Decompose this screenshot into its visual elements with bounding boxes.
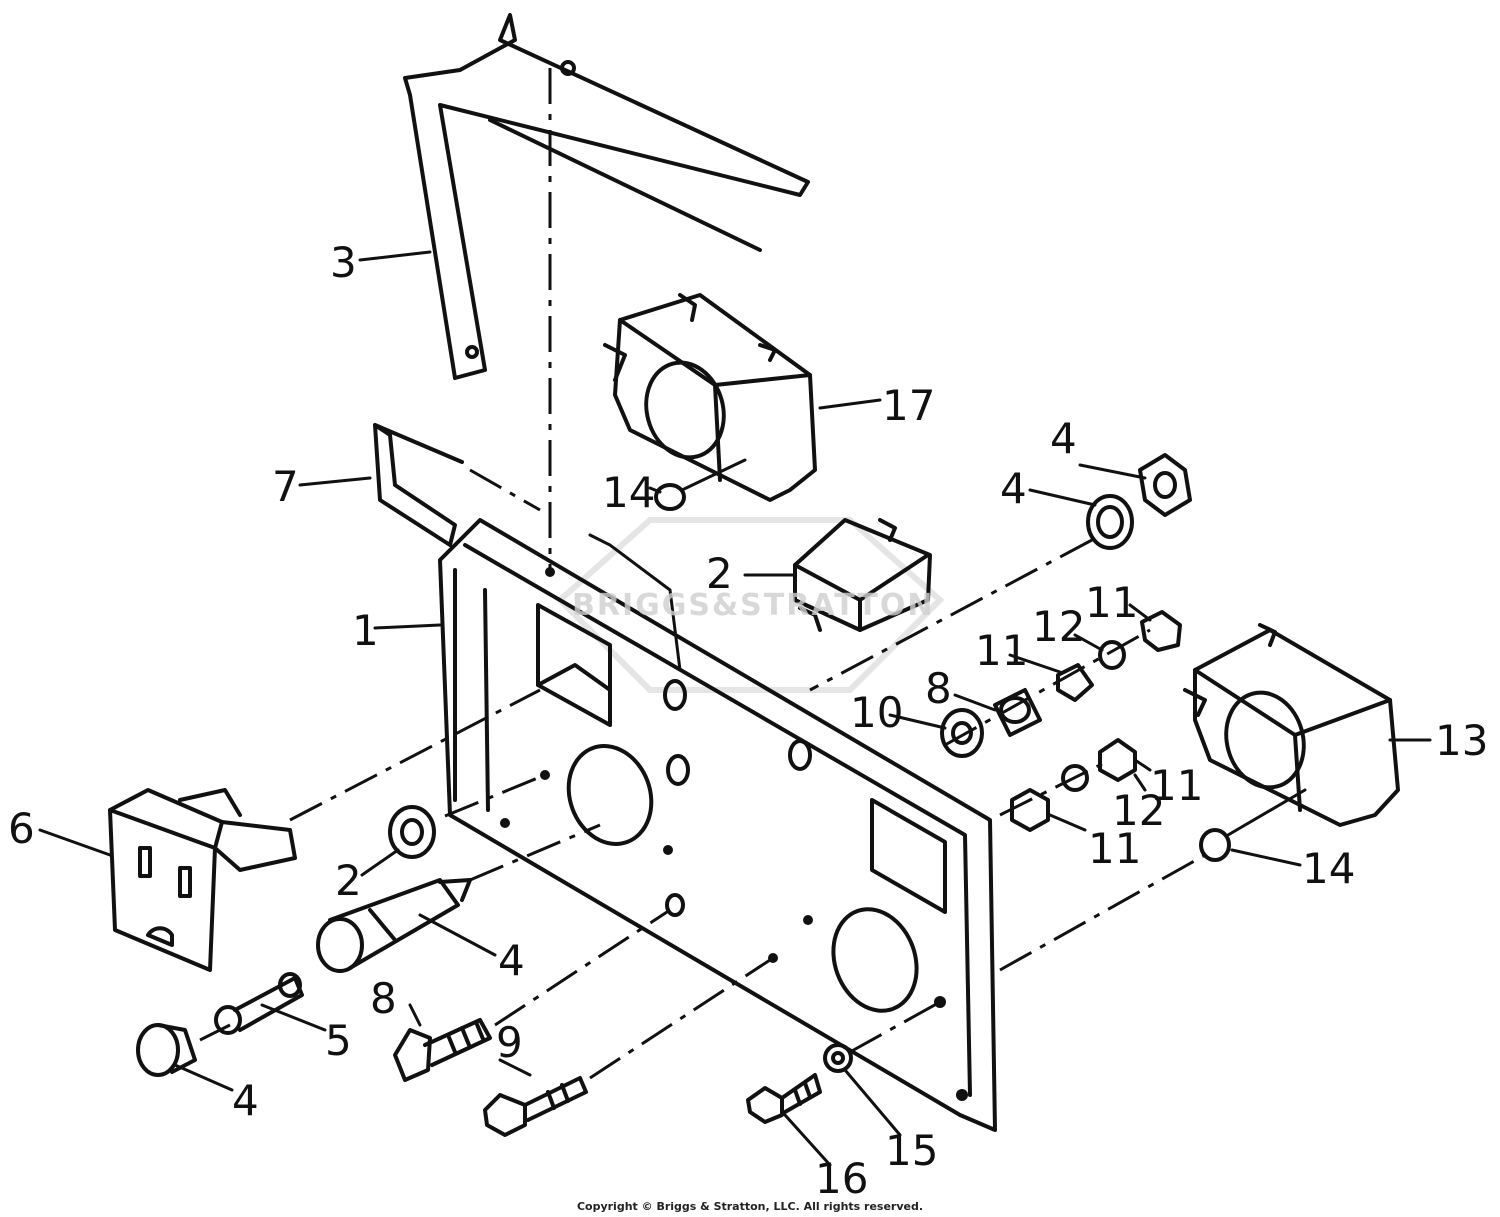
screw-part-9 <box>483 1076 588 1137</box>
washer-part-15 <box>823 1043 853 1073</box>
callout-12-a: 12 <box>1032 602 1086 651</box>
callout-11-b: 11 <box>1085 578 1139 627</box>
callout-4-nut: 4 <box>1050 414 1077 463</box>
copyright-notice: Copyright © Briggs & Stratton, LLC. All … <box>576 1200 924 1213</box>
callout-12-b: 12 <box>1112 786 1166 835</box>
bolt-part-16 <box>746 1073 822 1124</box>
hardware-stack-middle <box>940 610 1182 758</box>
outlet-part-6 <box>108 788 297 972</box>
callout-16: 16 <box>815 1154 869 1203</box>
callout-8-lower: 8 <box>370 974 397 1023</box>
bolt-part-8-lower <box>393 1018 492 1082</box>
gasket-part-7 <box>373 423 464 547</box>
top-bracket-part-3 <box>403 13 810 380</box>
switch-part-2-upper <box>793 518 932 632</box>
washer-nut-part-4-upper <box>1086 453 1192 550</box>
callout-14-lower: 14 <box>1302 844 1356 893</box>
callout-15: 15 <box>885 1126 939 1175</box>
callout-1: 1 <box>352 606 379 655</box>
callout-2-lower: 2 <box>335 856 362 905</box>
grommet-part-2-lower <box>388 805 436 859</box>
fuse-part-5 <box>214 972 304 1035</box>
knob-part-4 <box>136 1023 197 1077</box>
receptacle-part-13 <box>1183 623 1400 827</box>
watermark-text: BRIGGS&STRATTON <box>572 588 935 623</box>
callout-6: 6 <box>8 804 35 853</box>
receptacle-part-17 <box>603 293 817 502</box>
callout-10: 10 <box>850 688 904 737</box>
callout-11-d: 11 <box>1088 824 1142 873</box>
callout-17: 17 <box>882 381 936 430</box>
hardware-stack-lower <box>1010 738 1137 832</box>
spacer-part-14-lower <box>1199 828 1231 862</box>
callout-4-washer: 4 <box>1000 464 1027 513</box>
callout-13: 13 <box>1435 716 1489 765</box>
callout-14-upper: 14 <box>602 468 656 517</box>
callout-3: 3 <box>330 238 357 287</box>
callout-2-upper: 2 <box>706 549 733 598</box>
callout-11-c: 11 <box>1150 761 1204 810</box>
callout-4-fuse-holder: 4 <box>498 936 525 985</box>
callout-7: 7 <box>272 462 299 511</box>
callout-11-a: 11 <box>975 626 1029 675</box>
callout-8-upper: 8 <box>925 664 952 713</box>
callout-leaders <box>38 250 1432 1167</box>
callout-5: 5 <box>325 1016 352 1065</box>
spacer-part-14-upper <box>654 458 747 511</box>
callout-9: 9 <box>496 1018 523 1067</box>
watermark-shield <box>555 517 945 693</box>
callout-4-knob: 4 <box>232 1076 259 1125</box>
